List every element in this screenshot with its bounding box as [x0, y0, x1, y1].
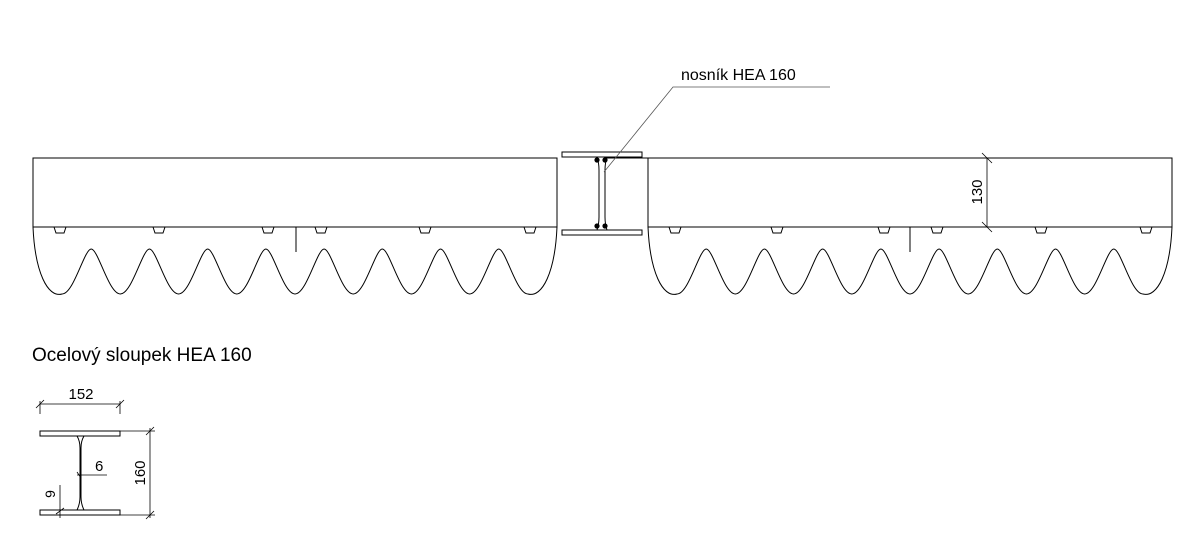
panel-notch — [261, 226, 275, 234]
panel-notch — [770, 226, 784, 234]
flange-width-dimension: 152 — [35, 386, 125, 414]
left-corrugated-profile — [32, 226, 558, 295]
hea-beam — [561, 151, 643, 236]
panel-notches — [53, 226, 1153, 234]
panel-notch — [53, 226, 67, 234]
panel-notch — [877, 226, 891, 234]
panel-height-dimension: 130 — [969, 152, 993, 233]
panel-notch — [314, 226, 328, 234]
hea-section-detail: 152 6 9 160 — [35, 386, 155, 520]
panel-notch — [930, 226, 944, 234]
web-thickness-dimension: 6 — [76, 458, 107, 479]
panel-height-value: 130 — [969, 179, 986, 204]
section-height-dimension: 160 — [120, 426, 155, 520]
beam-leader-line — [603, 86, 830, 173]
flange-thickness-value: 9 — [42, 490, 58, 498]
right-panel — [647, 157, 1173, 228]
top-flange — [39, 430, 121, 437]
section-height-value: 160 — [132, 460, 149, 485]
panel-notch — [523, 226, 537, 234]
section-title: Ocelový sloupek HEA 160 — [32, 345, 252, 366]
flange-width-value: 152 — [68, 386, 93, 403]
flange-thickness-dimension: 9 — [42, 485, 65, 518]
panel-notch — [1034, 226, 1048, 234]
panel-notch — [152, 226, 166, 234]
right-corrugated-profile — [647, 226, 1173, 295]
left-panel — [32, 157, 558, 228]
panel-notch — [668, 226, 682, 234]
wall-elevation: nosník HEA 160 130 — [32, 67, 1173, 295]
panel-notch — [418, 226, 432, 234]
panel-notch — [1139, 226, 1153, 234]
bottom-flange — [39, 509, 121, 516]
web-thickness-value: 6 — [95, 458, 103, 475]
beam-label: nosník HEA 160 — [681, 67, 796, 84]
